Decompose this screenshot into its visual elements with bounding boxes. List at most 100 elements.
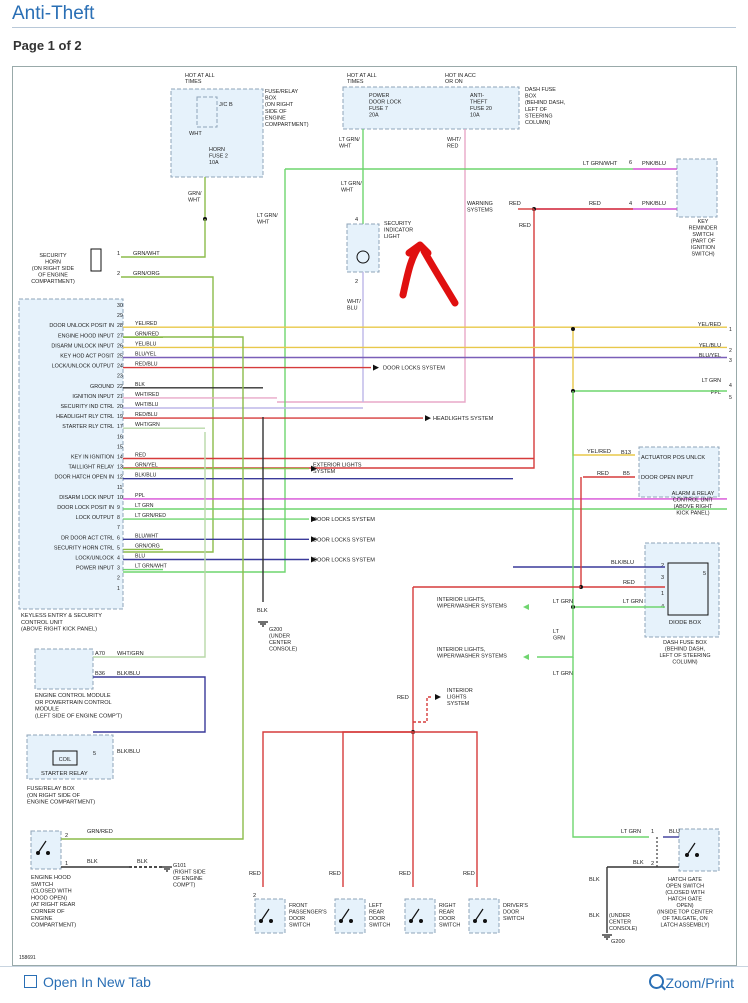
external-link-icon	[24, 975, 37, 988]
diode-box-desc: (BEHIND DASH,	[665, 647, 706, 653]
diode-box-desc: DASH FUSE BOX	[663, 640, 707, 646]
open-in-new-tab-link[interactable]: Open In New Tab	[24, 974, 151, 990]
hatch-switch-desc: OF TAILGATE, ON	[662, 916, 707, 922]
ecm-pin1: A70	[95, 651, 105, 657]
keyless-pin-5: 5	[117, 545, 120, 551]
hatch-wire3-label: BLK	[633, 860, 644, 866]
blk-label-1: BLK	[257, 608, 268, 614]
door-locks-system-label-3: DOOR LOCKS SYSTEM	[313, 537, 375, 543]
blk-label-2: BLK	[589, 913, 600, 919]
ecm-wire2-label: BLK/BLU	[117, 671, 140, 677]
keyless-wire-label-27: GRN/RED	[135, 331, 159, 337]
door-switch-label-2: REAR	[439, 910, 454, 916]
g101-label: COMP'T)	[173, 883, 195, 889]
key-reminder-switch-label: SWITCH)	[691, 252, 714, 258]
lt-grn-label-1: LT GRN	[553, 599, 573, 605]
keyless-pin-19: 19	[117, 414, 123, 420]
zoom-print-link[interactable]: Zoom/Print	[648, 973, 734, 991]
keyless-wire-label-5: GRN/ORG	[135, 543, 160, 549]
wht-red-ignition-wire	[277, 129, 466, 403]
dash-fuse-box-top	[342, 86, 520, 130]
hot-times-label: HOT AT ALL	[347, 73, 377, 79]
door-switch-label-0: DOOR	[289, 916, 305, 922]
keyless-pin-7: 7	[117, 525, 120, 531]
g200b-label: CENTER	[609, 920, 631, 926]
door-red-label-3: RED	[463, 871, 475, 877]
starter-pin: 5	[93, 751, 96, 757]
right-wire-label-1: YEL/BLU	[699, 343, 721, 349]
lt-grn-vertical-label: LT	[553, 629, 560, 635]
g200-label: G200	[269, 627, 282, 633]
lt-grn-vertical	[537, 391, 574, 658]
keyless-wire-label-22: BLK	[135, 382, 145, 388]
right-wire-number-2: 3	[729, 358, 732, 364]
key-switch-pin6: 6	[629, 160, 632, 166]
indicator-pin4: 4	[355, 217, 358, 223]
key-reminder-switch-label: IGNITION	[691, 245, 715, 251]
interior-lights-dashed	[413, 696, 433, 723]
door-switch-icon-0	[269, 919, 273, 923]
keyless-pin-label-9: DOOR LOCK POSIT IN	[57, 505, 114, 511]
red-label-2: RED	[519, 223, 531, 229]
dash-fuse-box-desc: COLUMN)	[525, 120, 550, 126]
hatch-switch-desc: (INSIDE TOP CENTER	[657, 910, 713, 916]
interior-lights-system-label: LIGHTS	[447, 695, 467, 701]
door-locks-arrow-4	[311, 556, 317, 563]
keyless-pin-25: 25	[117, 354, 123, 360]
indicator-bottom-wire-label: WHT/	[347, 299, 361, 305]
interior-lights-system-label: INTERIOR	[447, 688, 473, 694]
diode-wire3-label: LT GRN	[623, 599, 643, 605]
diagram-id-label: 158691	[19, 955, 36, 961]
key-reminder-switch-label: (PART OF	[691, 239, 716, 245]
hood-switch-desc: SWITCH	[31, 882, 53, 888]
power-door-lock-fuse: 20A	[369, 113, 379, 119]
alarm-unit-desc: (ABOVE RIGHT	[674, 504, 713, 510]
page-header: Anti-Theft Page 1 of 2	[0, 0, 748, 58]
keyless-wire-label-9: LT GRN	[135, 503, 154, 509]
exterior-lights-arrow	[311, 465, 317, 472]
hood-switch-icon	[37, 840, 47, 854]
red-door-1	[262, 731, 413, 887]
horn-wire1-label: GRN/WHT	[133, 251, 160, 257]
hood-switch-desc: ENGINE HOOD	[31, 875, 71, 881]
fuse-relay-box-desc: (ON RIGHT	[265, 102, 294, 108]
hatch-wire4-label: BLK	[589, 877, 600, 883]
dash-fuse-box-desc: STEERING	[525, 113, 553, 119]
door-locks-system-label-2: DOOR LOCKS SYSTEM	[313, 517, 375, 523]
keyless-pin-label-5: SECURITY HORN CTRL	[54, 545, 114, 551]
alarm-wire1-label: YEL/RED	[587, 449, 611, 455]
keyless-wire-label-19: RED/BLU	[135, 412, 158, 418]
keyless-pin-20: 20	[117, 404, 123, 410]
key-in-ignition-wire	[121, 209, 535, 469]
door-switch-label-3: SWITCH	[503, 916, 524, 922]
diode-box-desc: COLUMN)	[672, 660, 697, 666]
door-switch-label-1: DOOR	[369, 916, 385, 922]
door-switch-label-0: FRONT	[289, 903, 308, 909]
red-annotation-arrow	[420, 247, 459, 307]
keyless-wire-label-24: RED/BLU	[135, 362, 158, 368]
keyless-wire-label-12: BLK/BLU	[135, 473, 157, 479]
fuse-relay-box-desc: COMPARTMENT)	[265, 122, 309, 128]
keyless-pin-10: 10	[117, 495, 123, 501]
horn-wire2-label: GRN/ORG	[133, 271, 160, 277]
g200-label: CENTER	[269, 640, 291, 646]
door-switch-label-3: DOOR	[503, 910, 519, 916]
keyless-pin-22: 22	[117, 384, 123, 390]
key-switch-wire4-label: PNK/BLU	[642, 201, 666, 207]
diode-wire2-label: RED	[623, 580, 635, 586]
exterior-lights-label: EXTERIOR LIGHTS	[313, 463, 362, 469]
ecm-desc: (LEFT SIDE OF ENGINE COMP'T)	[35, 713, 122, 719]
page-indicator: Page 1 of 2	[13, 38, 82, 53]
keyless-wire-label-8: LT GRN/RED	[135, 513, 166, 519]
starter-relay-desc: (ON RIGHT SIDE OF	[27, 793, 81, 799]
keyless-wire-label-17: WHT/GRN	[135, 422, 160, 428]
g101-label: G101	[173, 863, 186, 869]
jc-b-label: J/C B	[219, 102, 233, 108]
key-switch-wire2-label: PNK/BLU	[642, 161, 666, 167]
keyless-pin-1: 1	[117, 586, 120, 592]
hatch-wire2-label: BLU	[669, 829, 680, 835]
door-switch-icon-1	[349, 919, 353, 923]
hood-switch-wire1-label: GRN/RED	[87, 829, 113, 835]
keyless-pin-label-6: DR DOOR ACT CTRL	[61, 535, 114, 541]
